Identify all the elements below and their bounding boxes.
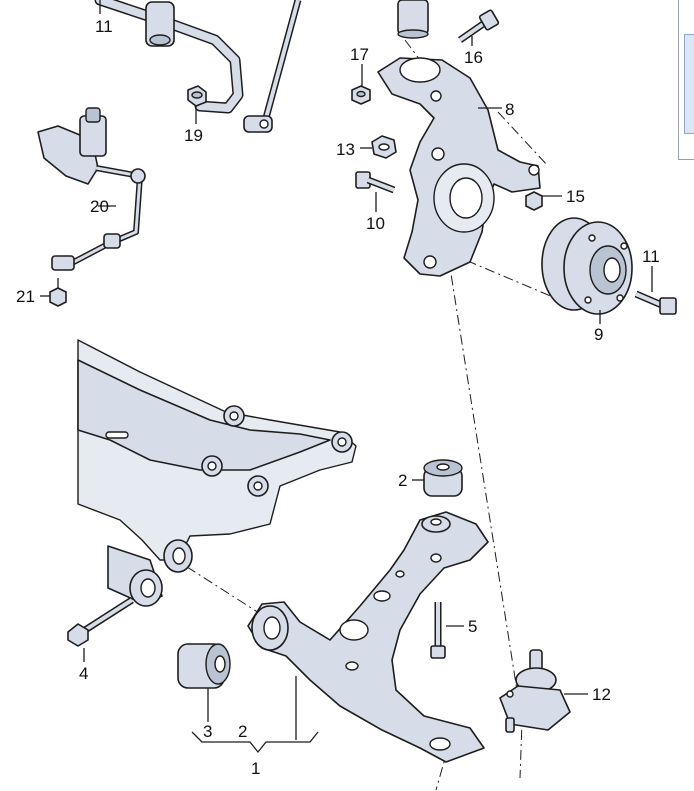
callout-16: 16 <box>464 48 483 67</box>
bolt-5 <box>430 602 446 659</box>
bushing-3 <box>177 643 231 689</box>
window-edge-panel <box>678 0 694 160</box>
leader-lines <box>40 0 653 754</box>
window-edge-highlight <box>684 34 694 134</box>
bushing-2-top <box>423 459 463 497</box>
callout-17: 17 <box>350 45 369 64</box>
bolt-11 <box>634 290 677 315</box>
callout-9: 9 <box>594 325 603 344</box>
nut-13 <box>371 135 397 159</box>
stabilizer-bar <box>94 0 244 114</box>
nut-17 <box>351 85 371 105</box>
callout-5: 5 <box>468 617 477 636</box>
ball-joint <box>499 649 571 733</box>
level-sensor-bracket <box>37 107 146 271</box>
callout-13: 13 <box>336 140 355 159</box>
callout-6: 11 <box>95 17 113 36</box>
subframe <box>77 339 357 607</box>
callout-1: 1 <box>251 759 260 778</box>
callout-2-bushing: 2 <box>398 471 407 490</box>
control-arm <box>247 511 489 763</box>
callout-10: 10 <box>366 214 385 233</box>
bolt-10 <box>355 171 396 194</box>
callout-20: 20 <box>90 197 109 216</box>
wheel-bearing-housing <box>377 57 541 277</box>
nut-15 <box>525 191 543 211</box>
callout-2-arm: 2 <box>238 722 247 741</box>
callout-12: 12 <box>592 685 611 704</box>
coupling-rod <box>243 0 302 133</box>
callout-labels: 11 17 16 8 19 13 15 20 10 11 21 9 2 5 4 … <box>16 17 660 778</box>
callout-4: 4 <box>79 664 88 683</box>
callout-11: 11 <box>642 247 660 266</box>
callout-15: 15 <box>566 187 585 206</box>
bolt-16 <box>458 9 500 43</box>
callout-3: 3 <box>203 722 212 741</box>
nut-19 <box>187 85 207 107</box>
callout-19: 19 <box>184 126 203 145</box>
callout-21: 21 <box>16 287 35 306</box>
callout-8: 8 <box>505 100 514 119</box>
wheel-hub <box>541 217 633 315</box>
bolt-4 <box>67 597 134 647</box>
stabilizer-bushing-clamp <box>145 1 175 47</box>
shock-absorber-end <box>397 0 429 39</box>
nut-21 <box>49 278 67 307</box>
